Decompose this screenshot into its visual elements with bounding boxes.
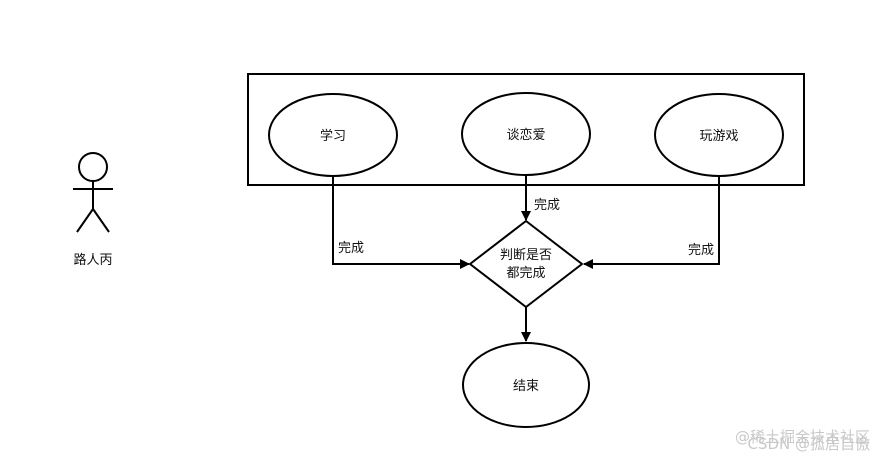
activity-study-label: 学习 [320, 128, 346, 144]
watermark-line1: @稀土掘金技术社区 [735, 428, 870, 446]
edge-study-to-decision [332, 176, 470, 269]
end-label: 结束 [513, 379, 539, 394]
actor-left-leg [76, 208, 94, 233]
decision-label-line2: 都完成 [506, 266, 545, 281]
actor: 路人丙 [73, 152, 113, 268]
decision-label-line1: 判断是否 [500, 248, 552, 263]
actor-label: 路人丙 [73, 252, 112, 268]
activity-gaming-label: 玩游戏 [699, 129, 738, 144]
edge-study-label: 完成 [338, 241, 364, 256]
actor-right-leg [92, 208, 110, 233]
end-node [462, 342, 590, 428]
edge-gaming-label: 完成 [688, 243, 714, 258]
watermark-line2: CSDN @孤居自傲 [747, 435, 870, 453]
edge-dating-label: 完成 [534, 198, 560, 213]
activity-dating-label: 谈恋爱 [506, 127, 545, 143]
decision-node [468, 219, 584, 309]
edge-gaming-to-decision [583, 176, 720, 269]
actor-head-icon [78, 152, 108, 182]
